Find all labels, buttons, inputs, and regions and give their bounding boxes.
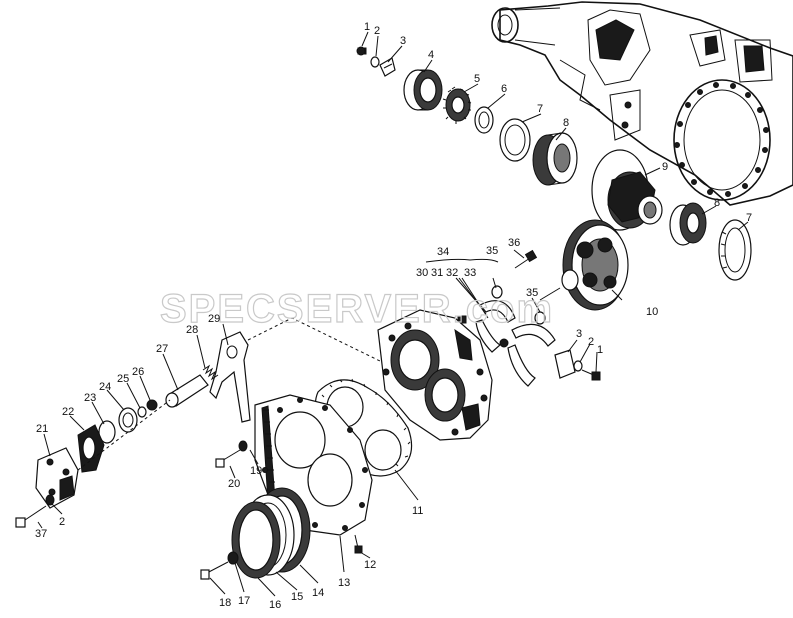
label-16: 16: [269, 599, 281, 611]
label-37: 37: [35, 528, 47, 540]
label-6: 6: [501, 83, 507, 95]
label-2-left: 2: [59, 516, 65, 528]
label-8-top: 8: [563, 117, 569, 129]
part-32-shoe-lower: [507, 323, 556, 387]
part-5-gear: [442, 86, 472, 124]
label-7-right: 7: [746, 212, 752, 224]
label-36: 36: [508, 237, 520, 249]
part-29-shift-fork: [209, 331, 251, 423]
label-3-right: 3: [576, 328, 582, 340]
label-13: 13: [338, 577, 350, 589]
label-26: 26: [132, 366, 144, 378]
label-25: 25: [117, 373, 129, 385]
part-4-nut: [403, 69, 443, 111]
label-15: 15: [291, 591, 303, 603]
part-21-cover: [35, 447, 79, 509]
alignment-lines: [77, 317, 383, 471]
label-20: 20: [228, 478, 240, 490]
part-24-ring: [118, 407, 138, 433]
label-4: 4: [428, 49, 434, 61]
part-23-ring: [98, 420, 116, 444]
part-12-nut: [354, 534, 363, 554]
label-7-top: 7: [537, 103, 543, 115]
leader-lines: [37, 31, 749, 597]
part-28-spring: [202, 364, 219, 381]
part-20-bolt: [215, 449, 241, 468]
label-14: 14: [312, 587, 324, 599]
part-10-planet-carrier: [539, 219, 629, 311]
label-18: 18: [219, 597, 231, 609]
label-35-lower: 35: [526, 287, 538, 299]
label-21: 21: [36, 423, 48, 435]
part-37-bolt: [15, 505, 47, 528]
label-12: 12: [364, 559, 376, 571]
part-22-gasket: [77, 424, 105, 473]
part-33-pin: [499, 338, 509, 348]
part-31-shoe-upper: [475, 300, 516, 353]
label-30: 30: [416, 267, 428, 279]
callout-labels: 1 2 3 4 5 6 7 8 9 8 7 34 30 31 32 33 35 …: [35, 21, 752, 611]
part-7-snap-ring-top: [499, 118, 531, 162]
part-3-lock-plate-top: [379, 57, 396, 77]
part-26-nut: [146, 399, 158, 411]
label-9: 9: [662, 161, 668, 173]
part-17-washer: [227, 551, 239, 565]
label-2-top: 2: [374, 25, 380, 37]
part-35-washer-a: [491, 285, 503, 299]
part-8-bearing-right: [669, 202, 707, 246]
label-34: 34: [437, 246, 449, 258]
axle-housing: [491, 1, 793, 206]
label-1-top: 1: [364, 21, 370, 33]
center-housing: [377, 309, 493, 441]
part-2-washer-left: [45, 494, 55, 506]
label-32: 32: [446, 267, 458, 279]
label-3-top: 3: [400, 35, 406, 47]
label-22: 22: [62, 406, 74, 418]
label-24: 24: [99, 381, 111, 393]
label-19: 19: [250, 465, 262, 477]
part-8-bearing-top: [532, 132, 578, 186]
label-23: 23: [84, 392, 96, 404]
part-36-bolt: [514, 249, 538, 269]
part-2-washer-top: [370, 56, 380, 68]
label-33: 33: [464, 267, 476, 279]
label-1-right: 1: [597, 344, 603, 356]
label-29: 29: [208, 313, 220, 325]
label-35-upper: 35: [486, 245, 498, 257]
label-28: 28: [186, 324, 198, 336]
part-18-bolt: [200, 561, 229, 580]
part-3-lock-plate-right: [554, 349, 576, 379]
part-16-disc: [231, 501, 281, 579]
watermark: SPECSERVER.com: [160, 287, 554, 331]
label-2-right: 2: [588, 336, 594, 348]
part-19-washer: [238, 440, 248, 452]
label-27: 27: [156, 343, 168, 355]
part-2-washer-right: [573, 360, 583, 372]
part-30-pin: [457, 315, 467, 324]
part-1-bolt-right: [581, 369, 601, 381]
part-9-differential-gear: [591, 149, 663, 231]
label-31: 31: [431, 267, 443, 279]
label-11: 11: [412, 505, 423, 517]
label-17: 17: [238, 595, 250, 607]
part-7-snap-ring-right: [718, 219, 752, 281]
part-27-shaft: [165, 374, 209, 408]
part-1-bolt-top: [356, 46, 367, 56]
label-5: 5: [474, 73, 480, 85]
part-6-ring: [474, 106, 494, 134]
label-8-right: 8: [714, 197, 720, 209]
label-10: 10: [646, 306, 658, 318]
part-25-washer: [137, 406, 147, 418]
